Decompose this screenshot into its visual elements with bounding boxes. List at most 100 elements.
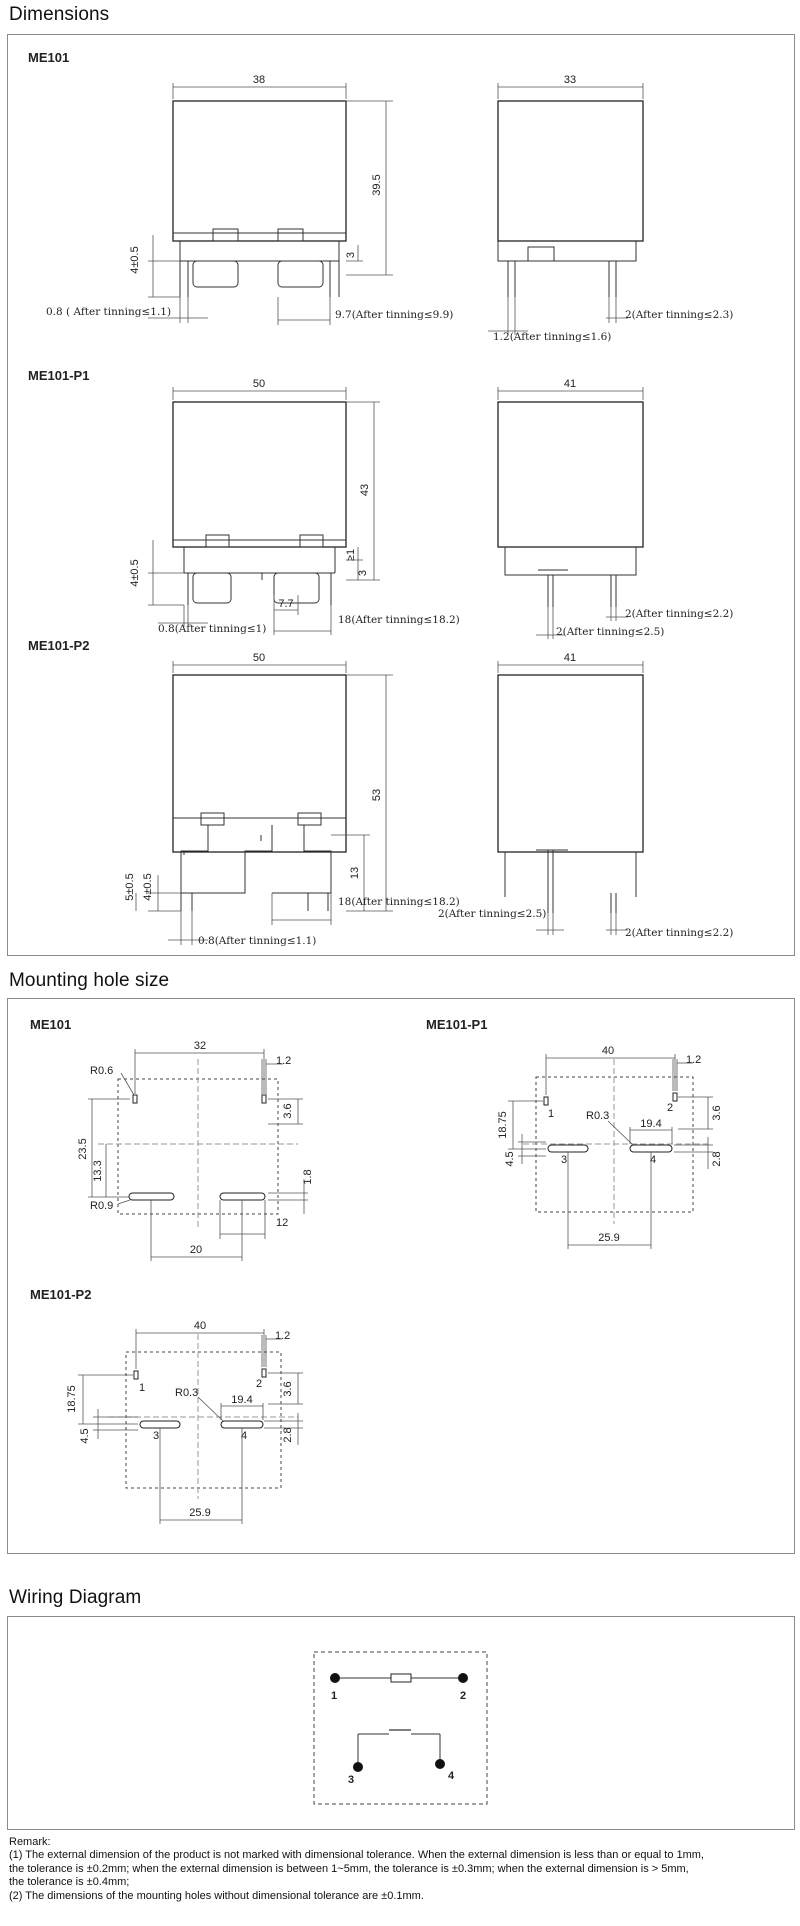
mh-p2-pin-3: 3 [153, 1430, 159, 1442]
mh-p2-h-slot: 4.5 [79, 1428, 91, 1443]
pin-3-terminal [353, 1762, 363, 1772]
remark-line-1: (1) The external dimension of the produc… [9, 1849, 704, 1862]
mh-p1-w-bot: 25.9 [598, 1232, 619, 1244]
mh-p2-w-top: 40 [194, 1320, 206, 1332]
wiring-pin-3-label: 3 [348, 1774, 354, 1786]
pin-4-terminal [435, 1759, 445, 1769]
p1-side-view [497, 401, 644, 607]
p1-standoff-a: ≥1 [345, 549, 357, 561]
mh-me101-w-bot: 20 [190, 1244, 202, 1256]
p1-height-dim: 43 [359, 484, 371, 496]
mh-p1-pin-1: 1 [548, 1108, 554, 1120]
p2-side-view [497, 674, 644, 913]
mh-p1-h-slot2: 2.8 [711, 1151, 723, 1166]
coil-circuit [330, 1673, 468, 1683]
mounting-panel: ME101 32 [7, 998, 795, 1554]
wiring-panel: 1 2 3 4 [7, 1616, 795, 1830]
p2-side-width-dim: 41 [564, 652, 576, 664]
heading-dimensions: Dimensions [9, 4, 110, 25]
me101-standoff-dim: 3 [345, 252, 357, 258]
mh-me101-w-top: 32 [194, 1040, 206, 1052]
pin-1-terminal [330, 1673, 340, 1683]
mh-me101-w-slot: 12 [276, 1217, 288, 1229]
remark-block: Remark: (1) The external dimension of th… [9, 1836, 789, 1903]
me101-pin-height-dim: 4±0.5 [129, 246, 141, 273]
label-me101: ME101 [28, 50, 69, 65]
p2-side-pin-right: 2(After tinning≤2.2) [625, 927, 733, 939]
wiring-pin-1-label: 1 [331, 1690, 337, 1702]
mh-p1-h-slot: 4.5 [504, 1151, 516, 1166]
mh-me101-r-top: R0.6 [90, 1065, 113, 1077]
mh-p2-pin-4: 4 [241, 1430, 247, 1442]
p1-front-view [172, 401, 347, 605]
heading-wiring: Wiring Diagram [9, 1587, 142, 1608]
mh-p2-w-pin: 1.2 [275, 1330, 290, 1342]
mh-me101 [98, 1059, 298, 1229]
me101-side-pin-right: 2(After tinning≤2.3) [625, 309, 733, 321]
mh-p2-w-bot: 25.9 [189, 1507, 210, 1519]
mh-label-p2: ME101-P2 [30, 1287, 91, 1302]
mh-p2-h-slot2: 2.8 [282, 1427, 294, 1442]
mh-me101-h-total: 23.5 [77, 1138, 89, 1159]
mounting-drawing: ME101 32 [30, 1017, 723, 1524]
mh-p1-w-top: 40 [602, 1045, 614, 1057]
mh-me101-r-bot: R0.9 [90, 1200, 113, 1212]
pin-2-terminal [458, 1673, 468, 1683]
p1-pin-width-left: 0.8(After tinning≤1) [158, 623, 266, 635]
me101-side-pin-left: 1.2(After tinning≤1.6) [493, 331, 611, 343]
wiring-drawing: 1 2 3 4 [313, 1651, 488, 1805]
mh-me101-h-slot: 1.8 [302, 1169, 314, 1184]
remark-title: Remark: [9, 1836, 51, 1848]
remark-line-4: (2) The dimensions of the mounting holes… [9, 1889, 424, 1902]
mh-p2-pin-1: 1 [139, 1382, 145, 1394]
mh-p1-pin-4: 4 [650, 1154, 656, 1166]
mh-p2-h-pin: 3.6 [282, 1381, 294, 1396]
p2-front-view [172, 674, 347, 911]
dimensions-panel: ME101 [7, 34, 795, 956]
mh-p1-w-mid: 19.4 [640, 1118, 661, 1130]
p1-pin-width-right: 18(After tinning≤18.2) [338, 614, 460, 626]
mh-me101-h-pin: 3.6 [282, 1103, 294, 1118]
me101-side-view [497, 100, 644, 297]
p1-width-dim: 50 [253, 378, 265, 390]
p1-side-width-dim: 41 [564, 378, 576, 390]
mh-me101-h-mid: 13.3 [92, 1160, 104, 1181]
me101-height-dim: 39.5 [371, 174, 383, 195]
heading-mounting: Mounting hole size [9, 970, 170, 991]
me101-side-width-dim: 33 [564, 74, 576, 86]
dimensions-drawing: ME101 [28, 50, 733, 947]
mh-label-me101: ME101 [30, 1017, 71, 1032]
p2-width-dim: 50 [253, 652, 265, 664]
mh-p2-w-mid: 19.4 [231, 1394, 252, 1406]
p1-pin-height-dim: 4±0.5 [129, 559, 141, 586]
mh-p1-r: R0.3 [586, 1110, 609, 1122]
p1-side-pin-right: 2(After tinning≤2.2) [625, 608, 733, 620]
p2-h-a-dim: 5±0.5 [124, 873, 136, 900]
me101-pin-width-right: 9.7(After tinning≤9.9) [335, 309, 453, 321]
mh-p1-w-pin: 1.2 [686, 1054, 701, 1066]
mh-p1-h-total: 18.75 [497, 1111, 509, 1139]
contact-circuit [353, 1729, 445, 1772]
mh-p2-h-total: 18.75 [66, 1385, 78, 1413]
p2-pin-width-right: 18(After tinning≤18.2) [338, 896, 460, 908]
wiring-pin-4-label: 4 [448, 1770, 455, 1782]
mh-p2 [108, 1334, 298, 1499]
me101-pin-width-left: 0.8 ( After tinning≤1.1) [46, 306, 171, 318]
p1-side-pin-left: 2(After tinning≤2.5) [556, 626, 664, 638]
p2-side-pin-left: 2(After tinning≤2.5) [438, 908, 546, 920]
mh-p1 [523, 1059, 708, 1224]
remark-line-3: the tolerance is ±0.4mm; [9, 1876, 130, 1889]
p2-height-dim: 53 [371, 789, 383, 801]
mh-p1-pin-2: 2 [667, 1102, 673, 1114]
me101-width-dim: 38 [253, 74, 265, 86]
mh-me101-w-pin: 1.2 [276, 1055, 291, 1067]
p2-h-c-dim: 13 [349, 867, 361, 879]
wiring-pin-2-label: 2 [460, 1690, 466, 1702]
p2-h-b-dim: 4±0.5 [142, 873, 154, 900]
remark-line-2: the tolerance is ±0.2mm; when the extern… [9, 1862, 689, 1875]
p1-pin-gap-dim: 7.7 [278, 598, 293, 610]
label-me101-p1: ME101-P1 [28, 368, 89, 383]
p2-pin-width-left: 0.8(After tinning≤1.1) [198, 935, 316, 947]
mh-label-p1: ME101-P1 [426, 1017, 487, 1032]
label-me101-p2: ME101-P2 [28, 638, 89, 653]
